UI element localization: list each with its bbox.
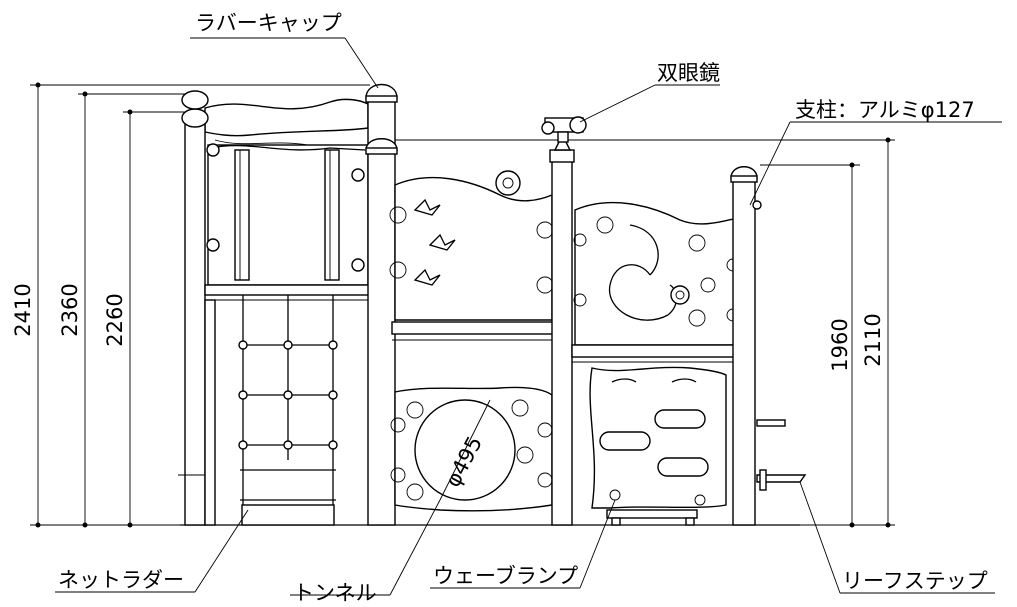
binocular-post xyxy=(541,116,587,526)
central-post xyxy=(365,83,398,526)
dimension-2360: 2360 xyxy=(58,283,82,336)
left-dimension-lines xyxy=(30,82,370,528)
dimension-2410: 2410 xyxy=(11,283,35,336)
label-net-ladder: ネットラダー xyxy=(58,568,184,592)
label-rubber-cap: ラバーキャップ xyxy=(195,11,342,35)
dimension-2260: 2260 xyxy=(103,293,127,346)
label-tunnel: トンネル xyxy=(293,581,377,605)
dimension-1960: 1960 xyxy=(828,318,852,371)
right-tower xyxy=(571,166,807,526)
label-binoculars: 双眼鏡 xyxy=(657,61,720,85)
middle-tower: φ495 xyxy=(389,170,555,512)
right-dimension-lines xyxy=(395,137,895,528)
label-leaf-step: リーフステップ xyxy=(842,569,988,593)
left-tower xyxy=(178,90,371,526)
dimension-2110: 2110 xyxy=(861,313,885,366)
label-wave-ramp: ウェーブランプ xyxy=(433,564,578,588)
net-ladder xyxy=(238,295,338,526)
leader-lines xyxy=(55,37,1002,596)
label-post: 支柱：アルミφ127 xyxy=(795,98,975,122)
